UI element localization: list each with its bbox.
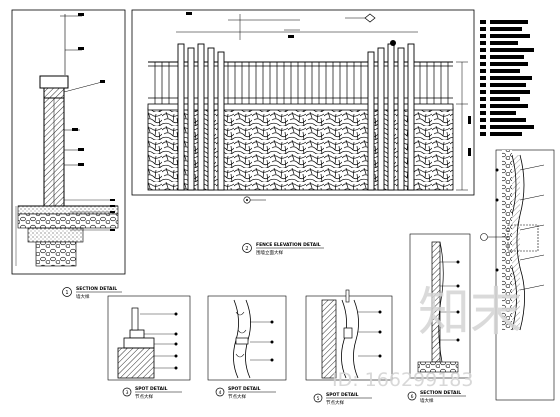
detail-title-2: 2 FENCE ELEVATION DETAIL 围墙立面大样	[242, 242, 324, 256]
detail-subtitle-4: 节点大样	[228, 393, 246, 400]
detail-title-3: 3 SPOT DETAIL 节点大样	[122, 386, 182, 400]
spot-detail-3-drawing	[107, 295, 191, 381]
detail-subtitle-1: 墙大样	[76, 293, 90, 300]
section-detail-drawing	[11, 9, 126, 275]
detail-subtitle-3: 节点大样	[135, 393, 153, 400]
watermark: 知末 ID: 166299183	[332, 283, 522, 391]
detail-number-1: 1	[65, 290, 68, 296]
watermark-id: ID: 166299183	[332, 369, 473, 391]
fence-elevation-drawing	[131, 9, 475, 204]
detail-title-text-5: SPOT DETAIL	[326, 392, 359, 398]
detail-number-4: 4	[219, 390, 222, 396]
detail-title-4: 4 SPOT DETAIL 节点大样	[215, 386, 276, 400]
detail-subtitle-6: 墙大样	[420, 397, 434, 404]
detail-subtitle-2: 围墙立面大样	[256, 249, 283, 256]
wall-section-right	[480, 149, 555, 401]
detail-number-2: 2	[245, 246, 248, 252]
detail-title-text-2: FENCE ELEVATION DETAIL	[256, 242, 321, 248]
watermark-logo: 知末	[418, 283, 522, 343]
section-detail-6-drawing	[409, 233, 471, 379]
detail-title-5: 5 SPOT DETAIL 节点大样	[313, 392, 372, 406]
detail-title-text-6: SECTION DETAIL	[420, 390, 461, 396]
detail-number-5: 5	[317, 396, 320, 402]
detail-title-text-1: SECTION DETAIL	[76, 286, 117, 292]
detail-subtitle-5: 节点大样	[326, 399, 344, 406]
detail-number-6: 6	[411, 394, 414, 400]
spot-detail-5-drawing	[305, 289, 393, 381]
detail-title-6: 6 SECTION DETAIL 墙大样	[407, 390, 466, 404]
detail-title-1: 1 SECTION DETAIL 墙大样	[62, 286, 122, 300]
detail-number-3: 3	[126, 390, 129, 396]
spot-detail-4-drawing	[207, 295, 287, 381]
detail-title-text-3: SPOT DETAIL	[135, 386, 168, 392]
detail-title-text-4: SPOT DETAIL	[228, 386, 261, 392]
notes-legend	[480, 20, 534, 136]
